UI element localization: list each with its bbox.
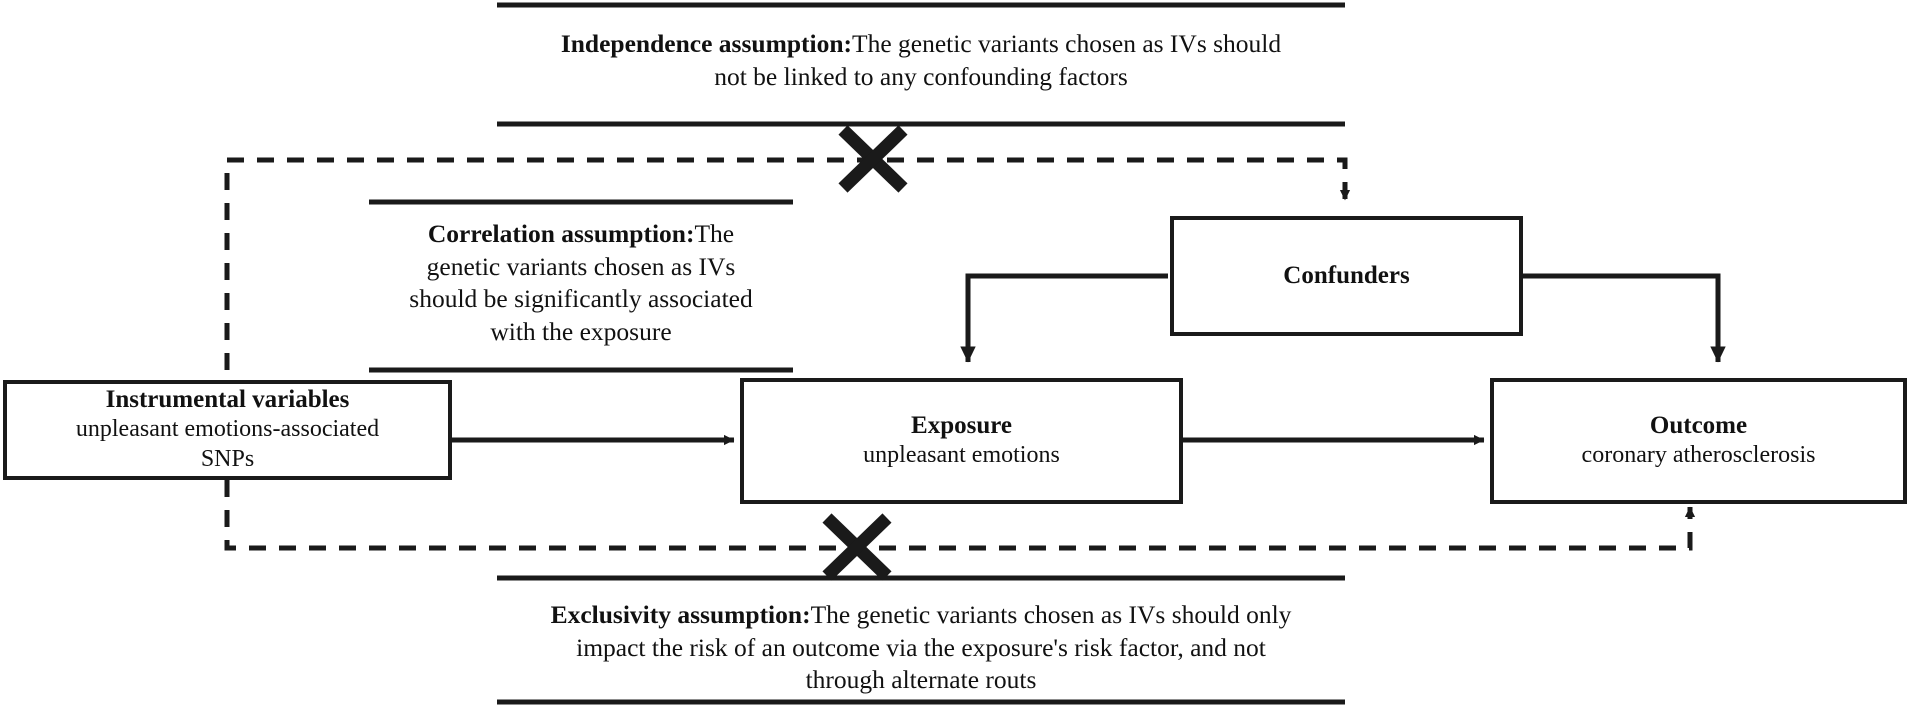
exclusivity-assumption-text-line3: through alternate routs	[805, 665, 1037, 695]
node-confounders[interactable]: Confunders	[1170, 216, 1523, 336]
arrow-confounders-to-exposure	[960, 273, 1168, 363]
correlation-assumption-text-line4: with the exposure	[490, 316, 672, 346]
independence-assumption-text-line2: not be linked to any confounding factors	[714, 61, 1128, 91]
correlation-assumption-label: Correlation assumption:	[427, 219, 695, 248]
node-outcome[interactable]: Outcome coronary atherosclerosis	[1490, 378, 1907, 504]
arrow-confounders-to-outcome	[1523, 273, 1726, 363]
independence-assumption-text-line1: The genetic variants chosen as IVs shoul…	[852, 29, 1282, 58]
node-outcome-title: Outcome	[1649, 412, 1748, 439]
exclusivity-assumption-text-line2: impact the risk of an outcome via the ex…	[576, 632, 1266, 662]
independence-assumption-label: Independence assumption:	[560, 29, 853, 58]
correlation-assumption-text-line1: The	[694, 219, 735, 248]
independence-assumption-caption: Independence assumption:The genetic vari…	[497, 28, 1345, 93]
correlation-assumption-text-line3: should be significantly associated	[409, 284, 753, 314]
node-exposure-title: Exposure	[911, 412, 1012, 439]
exclusivity-assumption-text-line1: The genetic variants chosen as IVs shoul…	[810, 600, 1292, 629]
node-outcome-subtitle: coronary atherosclerosis	[1581, 442, 1816, 468]
correlation-assumption-caption: Correlation assumption:The genetic varia…	[369, 218, 793, 349]
exclusivity-assumption-label: Exclusivity assumption:	[550, 600, 811, 629]
x-mark-exclusivity	[822, 513, 892, 581]
node-exposure-subtitle: unpleasant emotions	[863, 442, 1060, 468]
node-instrumental-variables-subtitle: unpleasant emotions-associated	[75, 416, 380, 442]
node-instrumental-variables[interactable]: Instrumental variables unpleasant emotio…	[3, 380, 452, 480]
node-confounders-title: Confunders	[1283, 262, 1410, 289]
caption-rules	[369, 2, 1345, 705]
node-instrumental-variables-title: Instrumental variables	[105, 386, 350, 413]
x-mark-independence	[838, 125, 908, 193]
node-instrumental-variables-subtitle-2: SNPs	[200, 446, 255, 472]
exclusivity-assumption-caption: Exclusivity assumption:The genetic varia…	[497, 599, 1345, 697]
correlation-assumption-text-line2: genetic variants chosen as IVs	[426, 251, 736, 281]
node-exposure[interactable]: Exposure unpleasant emotions	[740, 378, 1183, 504]
